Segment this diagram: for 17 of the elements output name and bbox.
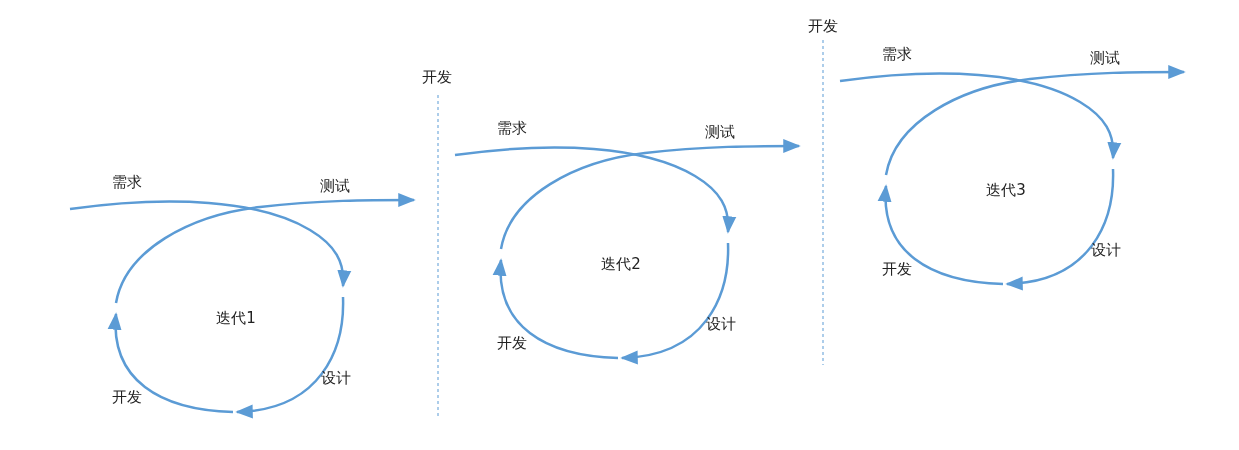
divider-label: 开发 [808,16,838,36]
iteration-label: 迭代1 [216,308,256,328]
iteration-label: 迭代3 [986,180,1026,200]
divider-label: 开发 [422,67,452,87]
step-label: 需求 [112,172,142,192]
step-label: 设计 [321,368,351,388]
step-label: 测试 [1090,48,1120,68]
step-label: 测试 [705,122,735,142]
step-label: 设计 [706,314,736,334]
step-label: 开发 [497,333,527,353]
step-label: 设计 [1091,240,1121,260]
step-label: 需求 [497,118,527,138]
step-label: 需求 [882,44,912,64]
iteration-label: 迭代2 [601,254,641,274]
step-label: 开发 [882,259,912,279]
step-label: 开发 [112,387,142,407]
step-label: 测试 [320,176,350,196]
